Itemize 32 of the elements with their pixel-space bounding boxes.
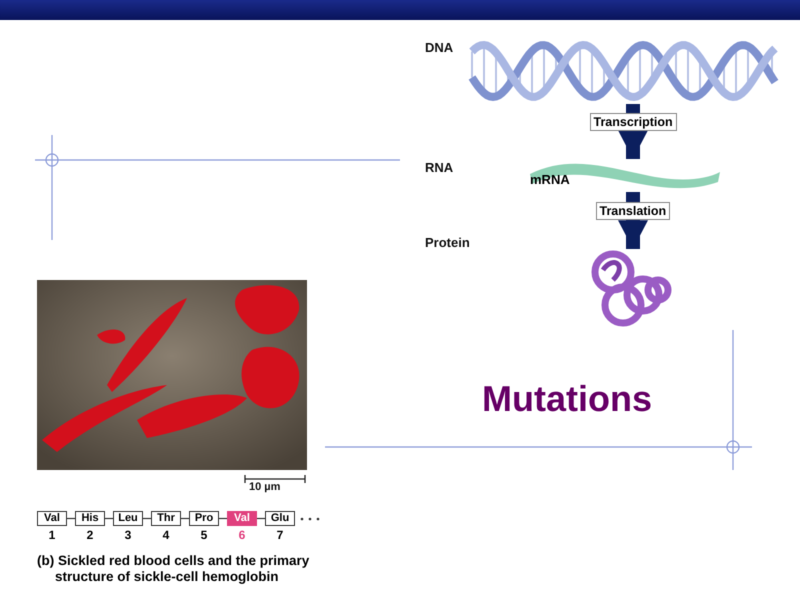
amino-acid-box: Glu — [265, 511, 295, 526]
amino-acid-box: Val — [37, 511, 67, 526]
position-number: 5 — [200, 528, 208, 542]
scale-label: 10 µm — [249, 481, 280, 493]
position-number: 6 — [238, 528, 246, 542]
amino-acid-box: Pro — [189, 511, 219, 526]
row-label: RNA — [425, 160, 454, 175]
amino-acid-box: His — [75, 511, 105, 526]
molecule-label: mRNA — [530, 172, 570, 187]
position-number: 1 — [48, 528, 56, 542]
row-label: Protein — [425, 235, 470, 250]
position-number: 2 — [86, 528, 94, 542]
block-arrow — [618, 104, 648, 159]
amino-acid-box: Leu — [113, 511, 143, 526]
connector-line — [143, 518, 151, 520]
slide-title: Mutations — [482, 378, 652, 420]
amino-acid-box: Val — [227, 511, 257, 526]
connector-line — [105, 518, 113, 520]
position-number: 4 — [162, 528, 170, 542]
figure-caption: (b) Sickled red blood cells and the primary structure of sickle-cell hemoglobin — [37, 553, 310, 585]
connector-line — [181, 518, 189, 520]
connector-line — [219, 518, 227, 520]
position-number: 3 — [124, 528, 132, 542]
position-number: 7 — [276, 528, 284, 542]
row-label: DNA — [425, 40, 454, 55]
connector-line — [67, 518, 75, 520]
connector-line — [257, 518, 265, 520]
block-arrow — [618, 192, 648, 249]
edge-label: Transcription — [590, 113, 677, 131]
dna-helix-drawing — [468, 38, 780, 104]
amino-acid-box: Thr — [151, 511, 181, 526]
edge-label: Translation — [596, 202, 670, 220]
